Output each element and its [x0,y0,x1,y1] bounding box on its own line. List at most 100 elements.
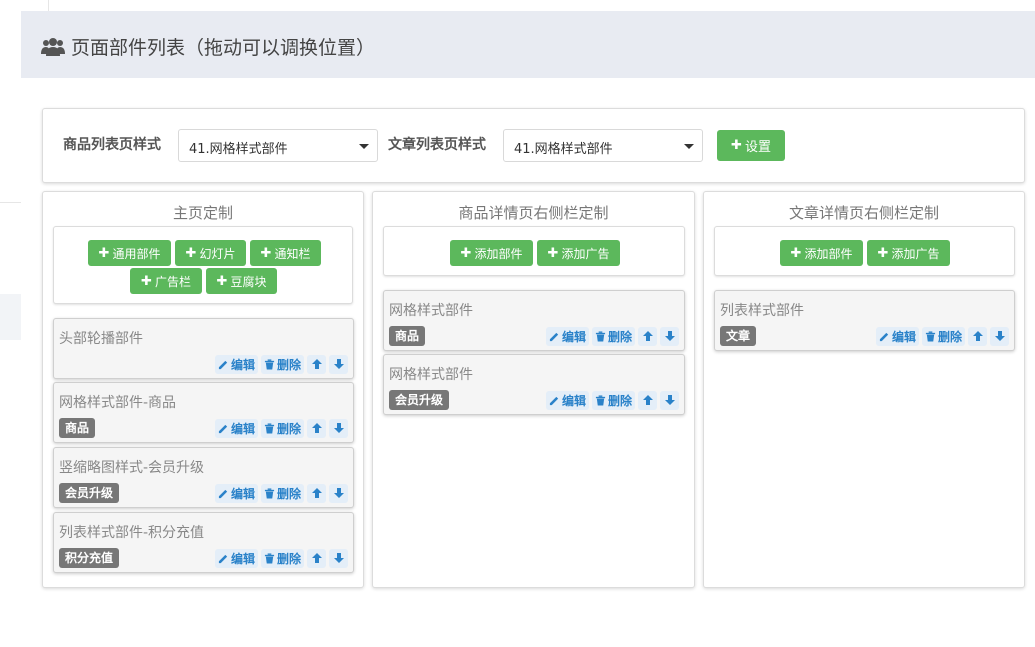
top-bar-divider [48,0,49,11]
move-down-button[interactable] [660,390,679,410]
widget-actions: 编辑 删除 [212,548,348,568]
users-icon [41,37,65,56]
product-list-style-select[interactable]: 41.网格样式部件 [178,129,378,162]
delete-label: 删除 [937,329,962,344]
delete-label: 删除 [276,551,301,566]
sidebar-divider [0,202,21,203]
move-up-button[interactable] [968,326,987,346]
widget-card[interactable]: 网格样式部件 会员升级 编辑 删除 [383,354,685,415]
article-sidebar-tool-panel: ✚添加部件 ✚添加广告 [714,226,1015,276]
button-label: 广告栏 [154,274,191,289]
arrow-down-icon [664,331,675,341]
move-up-button[interactable] [307,548,326,568]
trash-icon [595,394,606,406]
trash-icon [925,330,936,342]
button-label: 添加广告 [891,246,940,261]
widget-actions: 编辑 删除 [543,390,679,410]
edit-label: 编辑 [561,393,586,408]
add-general-widget-button[interactable]: ✚通用部件 [88,240,171,266]
move-down-button[interactable] [660,326,679,346]
edit-button[interactable]: 编辑 [875,326,919,346]
arrow-down-icon [664,395,675,405]
edit-label: 编辑 [230,486,255,501]
arrow-down-icon [333,423,344,433]
add-ad-bar-button[interactable]: ✚广告栏 [130,268,202,294]
button-label: 添加广告 [561,246,610,261]
product-list-style-label: 商品列表页样式 [63,137,161,153]
move-down-button[interactable] [329,354,348,374]
delete-button[interactable]: 删除 [260,418,304,438]
widget-card[interactable]: 列表样式部件 文章 编辑 删除 [714,290,1015,351]
widget-title: 竖缩略图样式-会员升级 [59,460,205,476]
widget-card[interactable]: 竖缩略图样式-会员升级 会员升级 编辑 删除 [53,447,354,508]
arrow-down-icon [333,488,344,498]
move-up-button[interactable] [307,483,326,503]
widget-actions: 编辑 删除 [212,483,348,503]
delete-button[interactable]: 删除 [260,548,304,568]
widget-card[interactable]: 列表样式部件-积分充值 积分充值 编辑 删除 [53,512,354,573]
move-up-button[interactable] [307,418,326,438]
edit-label: 编辑 [891,329,916,344]
edit-button[interactable]: 编辑 [214,483,258,503]
move-down-button[interactable] [329,548,348,568]
edit-button[interactable]: 编辑 [214,548,258,568]
widget-title: 列表样式部件-积分充值 [59,525,205,541]
edit-label: 编辑 [230,421,255,436]
delete-label: 删除 [607,393,632,408]
widget-title: 网格样式部件-商品 [59,395,177,411]
arrow-up-icon [311,553,322,563]
article-list-style-label: 文章列表页样式 [388,137,486,153]
left-sidebar-edge [0,0,21,647]
arrow-up-icon [972,331,983,341]
add-tofu-block-button[interactable]: ✚豆腐块 [206,268,277,294]
settings-button[interactable]: ✚设置 [717,130,785,161]
move-up-button[interactable] [307,354,326,374]
move-up-button[interactable] [638,390,657,410]
widget-title: 列表样式部件 [720,303,804,319]
edit-button[interactable]: 编辑 [214,418,258,438]
widget-card[interactable]: 网格样式部件-商品 商品 编辑 删除 [53,382,354,443]
pencil-icon [549,332,559,341]
delete-button[interactable]: 删除 [260,354,304,374]
widget-card[interactable]: 网格样式部件 商品 编辑 删除 [383,290,685,351]
delete-label: 删除 [276,486,301,501]
widget-card[interactable]: 头部轮播部件 编辑 删除 [53,318,354,379]
add-notice-bar-button[interactable]: ✚通知栏 [250,240,321,266]
sidebar-active-item[interactable] [0,294,21,340]
delete-button[interactable]: 删除 [260,483,304,503]
add-ad-button[interactable]: ✚添加广告 [537,240,620,266]
pencil-icon [549,396,559,405]
delete-button[interactable]: 删除 [591,326,635,346]
column-title: 主页定制 [172,204,233,222]
widget-actions: 编辑 删除 [212,354,348,374]
plus-icon: ✚ [141,273,152,289]
edit-button[interactable]: 编辑 [214,354,258,374]
add-slideshow-button[interactable]: ✚幻灯片 [175,240,246,266]
add-widget-button[interactable]: ✚添加部件 [450,240,533,266]
plus-icon: ✚ [877,245,889,261]
widget-actions: 编辑 删除 [212,418,348,438]
delete-button[interactable]: 删除 [921,326,965,346]
widget-tag: 文章 [720,326,757,346]
article-list-style-select[interactable]: 41.网格样式部件 [503,129,703,162]
move-up-button[interactable] [638,326,657,346]
move-down-button[interactable] [329,418,348,438]
arrow-up-icon [642,331,653,341]
move-down-button[interactable] [990,326,1009,346]
arrow-up-icon [311,359,322,369]
pencil-icon [218,554,228,563]
widget-title: 头部轮播部件 [59,331,143,347]
delete-label: 删除 [276,421,301,436]
plus-icon: ✚ [547,245,559,261]
edit-button[interactable]: 编辑 [545,390,589,410]
column-home: 主页定制 ✚通用部件 ✚幻灯片 ✚通知栏 ✚广告栏 ✚豆腐块 头部轮播部件 编辑… [42,191,364,588]
add-widget-button[interactable]: ✚添加部件 [780,240,863,266]
edit-button[interactable]: 编辑 [545,326,589,346]
add-ad-button[interactable]: ✚添加广告 [867,240,950,266]
plus-icon: ✚ [185,245,197,261]
arrow-down-icon [333,359,344,369]
widget-tag: 会员升级 [389,390,450,410]
delete-button[interactable]: 删除 [591,390,635,410]
move-down-button[interactable] [329,483,348,503]
widget-tag: 积分充值 [59,548,120,568]
